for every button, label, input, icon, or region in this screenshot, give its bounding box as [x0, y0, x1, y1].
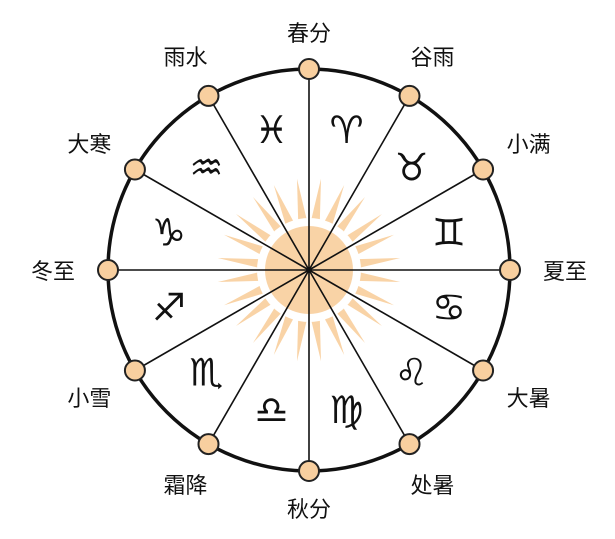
solar-term-dot [197, 84, 220, 107]
solar-term-label: 冬至 [30, 260, 76, 285]
divider-line [308, 95, 411, 271]
solar-term-dot [123, 158, 146, 181]
sun-ray [273, 314, 294, 355]
solar-term-label: 小雪 [67, 386, 112, 412]
capricorn-icon: ♑︎ [152, 210, 186, 254]
gemini-icon: ♊︎ [432, 210, 466, 254]
sun-ray [273, 185, 294, 226]
sun-ray [236, 213, 273, 244]
sun-ray [217, 257, 261, 268]
center-point [306, 267, 312, 273]
solar-term-dot [298, 460, 320, 482]
sun-ray [345, 296, 382, 327]
divider-line [207, 269, 310, 445]
sun-ray [252, 306, 283, 343]
solar-term-label: 大寒 [67, 133, 112, 159]
sun-ray [345, 213, 382, 244]
sun-ray [217, 272, 261, 283]
sun-ray [296, 178, 307, 222]
sun-ray [224, 285, 265, 306]
libra-icon: ♎︎ [254, 388, 288, 432]
solar-term-dot [499, 259, 521, 281]
divider-line [134, 269, 310, 372]
divider-line [308, 269, 484, 372]
sun-ray [357, 257, 401, 268]
solar-term-dot [197, 433, 220, 456]
sun-ray [357, 272, 401, 283]
solar-term-dot [97, 259, 119, 281]
divider-line [207, 95, 310, 271]
sun-ray [335, 197, 366, 234]
pisces-icon: ♓︎ [254, 108, 288, 152]
solar-term-label: 霜降 [163, 473, 208, 499]
solar-term-dot [123, 359, 146, 382]
solar-term-dot [472, 359, 495, 382]
solar-term-label: 春分 [286, 22, 332, 47]
solar-term-label: 大暑 [506, 386, 551, 412]
aquarius-icon: ♒︎ [189, 145, 223, 189]
sagittarius-icon: ♐︎ [152, 286, 186, 330]
solar-term-dot [398, 433, 421, 456]
divider-line [308, 168, 484, 271]
sun-ray [311, 178, 322, 222]
sun-ray [324, 314, 345, 355]
sun-ray [236, 296, 273, 327]
sun-ray [252, 197, 283, 234]
virgo-icon: ♍︎ [329, 388, 363, 432]
solar-term-label: 小满 [506, 133, 551, 159]
sun-ray [224, 234, 265, 255]
solar-term-label: 处暑 [410, 473, 455, 499]
scorpio-icon: ♏︎ [189, 351, 223, 395]
solar-term-label: 谷雨 [410, 46, 455, 72]
sun-ray [353, 285, 394, 306]
sun-ray [311, 318, 322, 362]
leo-icon: ♌︎ [394, 351, 428, 395]
sun-ray [353, 234, 394, 255]
sun-ray [324, 185, 345, 226]
sun-ray [296, 318, 307, 362]
solar-term-dot [472, 158, 495, 181]
divider-line [308, 269, 411, 445]
cancer-icon: ♋︎ [432, 286, 466, 330]
solar-term-label: 雨水 [163, 46, 208, 72]
solar-term-label: 夏至 [542, 260, 588, 285]
aries-icon: ♈︎ [329, 108, 363, 152]
taurus-icon: ♉︎ [394, 145, 428, 189]
solar-term-dot [298, 58, 320, 80]
solar-term-dot [398, 84, 421, 107]
solar-term-label: 秋分 [286, 498, 332, 523]
sun-ray [335, 306, 366, 343]
divider-line [134, 168, 310, 271]
